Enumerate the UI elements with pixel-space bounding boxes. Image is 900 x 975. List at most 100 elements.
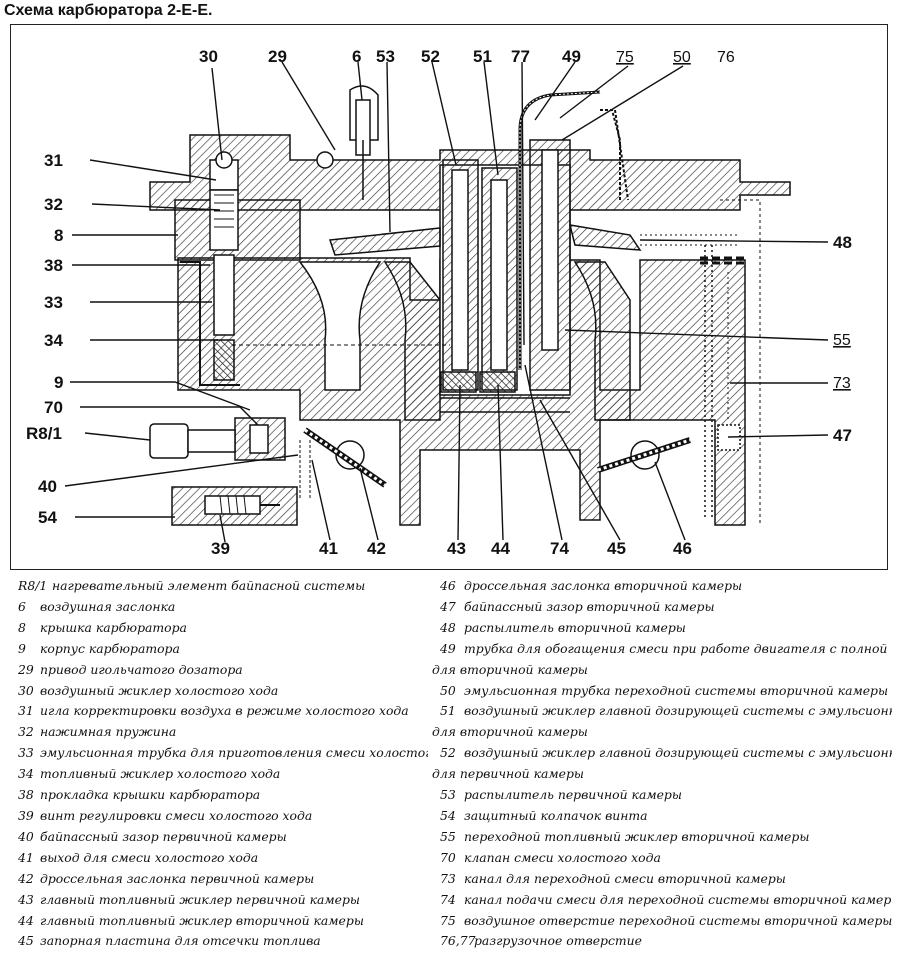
legend-item: для первичной камеры: [432, 764, 892, 785]
callout-38: 38: [44, 256, 63, 275]
legend-item: для вторичной камеры: [432, 722, 892, 743]
legend-number: 6: [18, 598, 26, 614]
legend-number: 49: [440, 640, 456, 656]
callout-40: 40: [38, 477, 57, 496]
legend-item: 43 главный топливный жиклер первичной кам…: [18, 890, 428, 911]
legend-item: 76,77разгрузочное отверстие: [432, 931, 892, 952]
legend-text: запорная пластина для отсечки топлива: [40, 933, 321, 949]
legend-number: 76,77: [440, 933, 476, 949]
callout-33: 33: [44, 293, 63, 312]
legend-item: 70 клапан смеси холостого хода: [432, 848, 892, 869]
legend-item: 49 трубка для обогащения смеси при работе…: [432, 639, 892, 660]
legend-text: распылитель вторичной камеры: [464, 619, 686, 635]
callout-29: 29: [268, 47, 287, 66]
callout-34: 34: [44, 331, 63, 350]
carburetor-diagram: 30 29 6 53 52 51 77 49 75 50 76 31 32 8 …: [26, 47, 852, 558]
legend-number: 70: [440, 849, 456, 865]
legend-number: R8/1: [18, 578, 48, 593]
legend-item: для вторичной камеры: [432, 660, 892, 681]
callout-70: 70: [44, 398, 63, 417]
legend-number: 48: [440, 619, 456, 635]
legend-number: 53: [440, 787, 456, 803]
legend-text: выход для смеси холостого хода: [40, 849, 259, 865]
callout-53: 53: [376, 47, 395, 66]
legend-number: 45: [18, 933, 34, 949]
legend-number: 33: [18, 745, 34, 761]
legend-text: главный топливный жиклер первичной камер…: [40, 891, 361, 907]
legend-number: 50: [440, 682, 456, 698]
legend-item: 41 выход для смеси холостого хода: [18, 848, 428, 869]
callout-47: 47: [833, 426, 852, 445]
legend-number: 54: [440, 807, 456, 823]
legend-number: 38: [18, 787, 34, 803]
legend-number: 47: [440, 598, 456, 614]
callout-8: 8: [54, 226, 63, 245]
legend-text: корпус карбюратора: [40, 640, 180, 656]
callout-73: 73: [833, 375, 851, 392]
legend-text: дроссельная заслонка вторичной камеры: [464, 578, 743, 593]
legend-text: защитный колпачок винта: [464, 807, 648, 823]
callout-labels: 30 29 6 53 52 51 77 49 75 50 76 31 32 8 …: [26, 47, 852, 558]
callout-77: 77: [511, 47, 530, 66]
legend-number: 8: [18, 619, 26, 635]
callout-75: 75: [616, 49, 634, 66]
legend-number: 9: [18, 640, 26, 656]
callout-52: 52: [421, 47, 440, 66]
callout-54: 54: [38, 508, 57, 527]
legend-text: канал подачи смеси для переходной систем…: [464, 891, 892, 907]
legend-text: для первичной камеры: [432, 766, 584, 782]
legend-text: прокладка крышки карбюратора: [40, 787, 261, 803]
callout-32: 32: [44, 195, 63, 214]
legend-text: для вторичной камеры: [432, 724, 588, 740]
legend-text: игла корректировки воздуха в режиме холо…: [40, 703, 409, 719]
legend-text: байпассный зазор вторичной камеры: [464, 598, 715, 614]
legend-text: нажимная пружина: [40, 724, 177, 740]
legend-text: привод игольчатого дозатора: [40, 661, 243, 677]
legend-item: 47 байпассный зазор вторичной камеры: [432, 597, 892, 618]
callout-39: 39: [211, 539, 230, 558]
legend-number: 75: [440, 912, 456, 928]
legend-number: 51: [440, 703, 456, 719]
legend-text: воздушный жиклер главной дозирующей сист…: [464, 703, 892, 719]
legend-text: крышка карбюратора: [40, 619, 187, 635]
legend-text: воздушное отверстие переходной системы в…: [464, 912, 892, 928]
diagram-title: Схема карбюратора 2-Е-Е.: [4, 2, 213, 19]
legend-item: 9 корпус карбюратора: [18, 639, 428, 660]
callout-51: 51: [473, 47, 492, 66]
legend-number: 39: [18, 807, 34, 823]
callout-30: 30: [199, 47, 218, 66]
legend-text: для вторичной камеры: [432, 661, 588, 677]
legend-item: 48 распылитель вторичной камеры: [432, 618, 892, 639]
legend-text: разгрузочное отверстие: [474, 933, 642, 949]
legend-text: клапан смеси холостого хода: [464, 849, 661, 865]
legend-number: 44: [18, 912, 34, 928]
diagram-frame: [10, 24, 888, 570]
carburetor-body: [149, 85, 791, 526]
legend-number: 31: [18, 703, 34, 719]
callout-43: 43: [447, 539, 466, 558]
legend-text: дроссельная заслонка первичной камеры: [40, 870, 315, 886]
legend-number: 43: [18, 891, 34, 907]
callout-49: 49: [562, 47, 581, 66]
legend-text: переходной топливный жиклер вторичной ка…: [464, 828, 810, 844]
legend-number: 29: [18, 661, 34, 677]
legend-text: трубка для обогащения смеси при работе д…: [464, 640, 892, 656]
legend-number: 41: [18, 849, 34, 865]
